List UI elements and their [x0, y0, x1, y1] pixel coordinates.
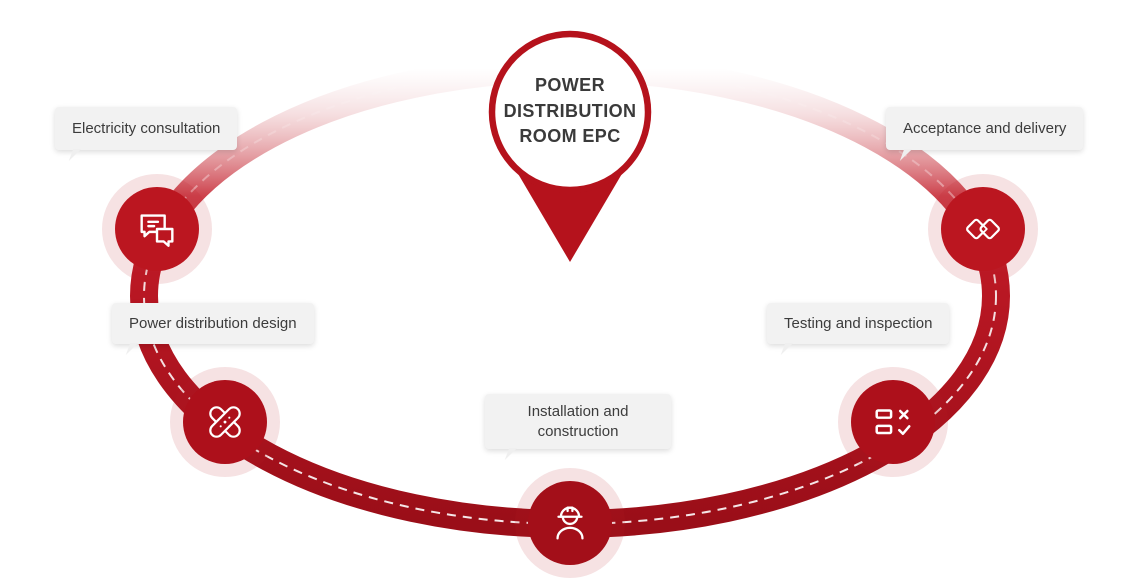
label-text: Electricity consultation — [72, 120, 221, 137]
checklist-pass-fail-icon — [870, 399, 916, 445]
node-acceptance-and-delivery — [941, 187, 1025, 271]
label-text: Testing and inspection — [784, 315, 933, 332]
label-text: Acceptance and delivery — [903, 120, 1067, 137]
node-electricity-consultation — [115, 187, 199, 271]
node-testing-and-inspection — [851, 380, 935, 464]
label-electricity-consultation: Electricity consultation — [55, 107, 238, 161]
pin-tail-triangle — [517, 172, 623, 262]
center-map-pin — [488, 30, 652, 262]
pin-circle — [488, 30, 652, 194]
center-title: POWER DISTRIBUTION ROOM EPC — [478, 73, 662, 150]
handshake-icon — [960, 206, 1006, 252]
center-title-line-3: ROOM EPC — [519, 126, 621, 147]
label-text: Installation and construction — [527, 403, 629, 440]
construction-worker-icon — [547, 500, 593, 546]
chat-bubbles-icon — [134, 206, 180, 252]
center-title-line-1: POWER — [534, 75, 605, 95]
label-text: Power distribution design — [129, 315, 297, 332]
label-testing-and-inspection: Testing and inspection — [767, 303, 950, 355]
center-title-line-2: DISTRIBUTION — [503, 100, 637, 121]
node-installation-and-construction — [528, 481, 612, 565]
node-power-distribution-design — [183, 380, 267, 464]
label-installation-and-construction: Installation and construction — [485, 394, 671, 460]
label-power-distribution-design: Power distribution design — [112, 303, 314, 355]
label-acceptance-and-delivery: Acceptance and delivery — [886, 107, 1084, 161]
crossed-bandages-icon — [202, 399, 248, 445]
